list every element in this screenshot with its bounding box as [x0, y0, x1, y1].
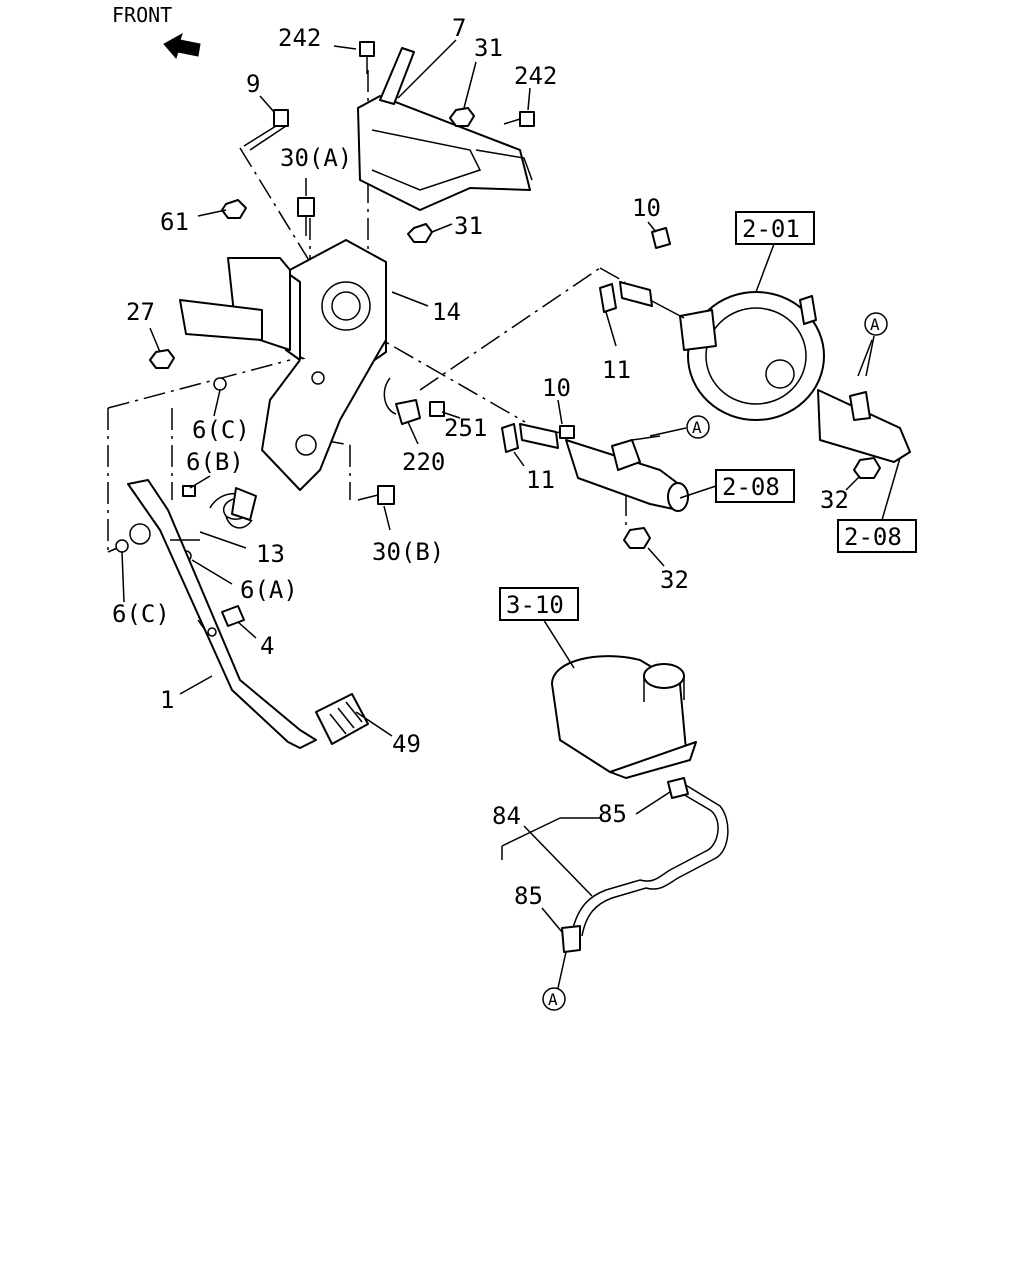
- ref-box-2-08-right[interactable]: 2-08: [837, 519, 917, 553]
- reference-boxes: 2-01 2-08 2-08 3-10: [499, 211, 917, 621]
- front-arrow-icon: [163, 32, 201, 59]
- connector-a-master: A: [686, 415, 710, 439]
- callout-27: 27: [126, 298, 155, 326]
- callout-30a: 30(A): [280, 144, 352, 172]
- callout-6c-bottom: 6(C): [112, 600, 170, 628]
- callout-9: 9: [246, 70, 260, 98]
- callout-1: 1: [160, 686, 174, 714]
- connector-a-booster: A: [864, 312, 888, 336]
- ref-box-3-10[interactable]: 3-10: [499, 587, 579, 621]
- callout-11-top: 11: [602, 356, 631, 384]
- clutch-switches: [383, 281, 653, 453]
- front-label: FRONT: [112, 3, 172, 27]
- callout-220: 220: [402, 448, 445, 476]
- callout-10-top: 10: [632, 194, 661, 222]
- fluid-reservoir: [551, 655, 697, 779]
- return-spring: [170, 487, 257, 541]
- connector-a-hose: A: [542, 987, 566, 1011]
- callout-30b: 30(B): [372, 538, 444, 566]
- callout-49: 49: [392, 730, 421, 758]
- callout-13: 13: [256, 540, 285, 568]
- callout-7: 7: [452, 14, 466, 42]
- upper-bracket: [357, 47, 533, 211]
- callout-6a: 6(A): [240, 576, 298, 604]
- callout-leaders: [121, 39, 901, 989]
- callout-85-top: 85: [598, 800, 627, 828]
- brake-booster: [649, 291, 911, 463]
- connector-a-booster-label: A: [870, 315, 880, 334]
- ref-box-3-10-label: 3-10: [506, 591, 564, 619]
- callout-11-lower: 11: [526, 466, 555, 494]
- ref-box-2-01-label: 2-01: [742, 215, 800, 243]
- connector-a-hose-label: A: [548, 990, 558, 1009]
- ref-box-2-08-center[interactable]: 2-08: [715, 469, 795, 503]
- callout-6c-top: 6(C): [192, 416, 250, 444]
- callout-85-lower: 85: [514, 882, 543, 910]
- ref-box-2-08-center-label: 2-08: [722, 473, 780, 501]
- callout-10-mid: 10: [542, 374, 571, 402]
- callout-242-right: 242: [514, 62, 557, 90]
- callout-32-lower: 32: [660, 566, 689, 594]
- connector-marks: A A A: [542, 312, 888, 1011]
- clutch-pedal: [127, 479, 369, 749]
- callout-251: 251: [444, 414, 487, 442]
- callout-32-right: 32: [820, 486, 849, 514]
- callout-31-top: 31: [474, 34, 503, 62]
- callout-4: 4: [260, 632, 274, 660]
- ref-box-2-01[interactable]: 2-01: [735, 211, 815, 245]
- callout-242-top: 242: [278, 24, 321, 52]
- master-cylinder: [565, 435, 689, 512]
- connector-a-master-label: A: [692, 418, 702, 437]
- callout-31-lower: 31: [454, 212, 483, 240]
- callout-6b: 6(B): [186, 448, 244, 476]
- callout-61: 61: [160, 208, 189, 236]
- callout-14: 14: [432, 298, 461, 326]
- fluid-hose: [561, 777, 729, 953]
- pedal-bracket: [179, 239, 387, 491]
- callout-labels: 242 7 31 242 9 30(A) 61 31 10 14 27 11 1…: [112, 14, 849, 910]
- ref-box-2-08-right-label: 2-08: [844, 523, 902, 551]
- fasteners: [115, 41, 881, 627]
- callout-84: 84: [492, 802, 521, 830]
